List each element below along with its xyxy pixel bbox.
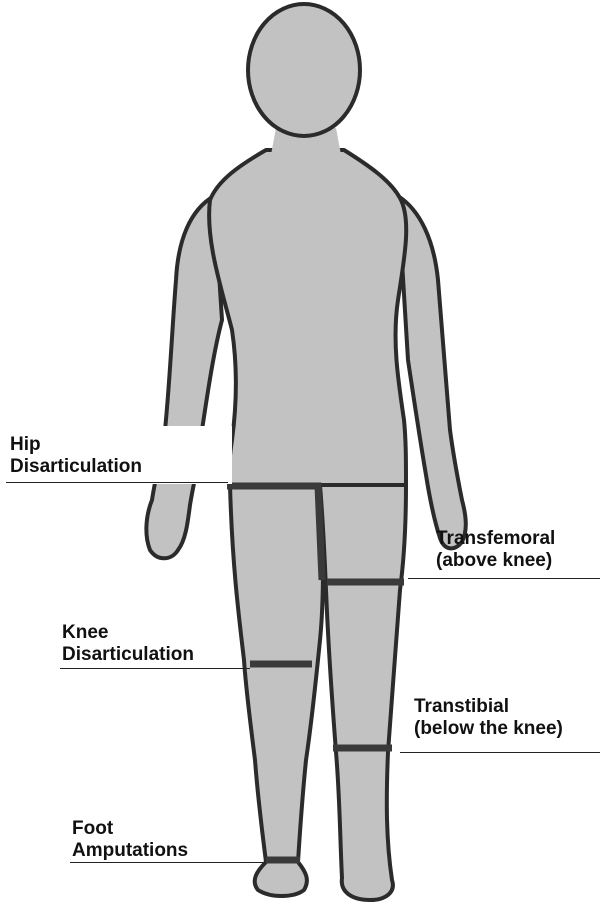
knee-label-line2: Disarticulation [62, 644, 194, 666]
transfemoral-leader-line [408, 578, 600, 579]
knee-disarticulation-label: Knee Disarticulation [62, 622, 194, 666]
head [248, 4, 360, 136]
transtibial-label: Transtibial (below the knee) [414, 696, 563, 740]
hip-leader-line [6, 482, 228, 483]
foot-label-line1: Foot [72, 818, 188, 840]
left-side-leg [230, 485, 323, 896]
hip-label-line1: Hip [10, 434, 142, 456]
knee-label-line1: Knee [62, 622, 194, 644]
transtibial-label-line1: Transtibial [414, 696, 563, 718]
knee-leader-line [60, 668, 250, 669]
transtibial-leader-line [400, 752, 600, 753]
transfemoral-label-line2: (above knee) [436, 550, 555, 572]
right-side-leg [320, 485, 406, 900]
transfemoral-label-line1: Transfemoral [436, 528, 555, 550]
torso [209, 150, 406, 485]
right-side-arm [398, 196, 466, 548]
foot-label-line2: Amputations [72, 840, 188, 862]
foot-leader-line [70, 862, 266, 863]
hip-label-line2: Disarticulation [10, 456, 142, 478]
foot-amputations-label: Foot Amputations [72, 818, 188, 862]
hip-disarticulation-label: Hip Disarticulation [10, 434, 142, 478]
transfemoral-label: Transfemoral (above knee) [436, 528, 555, 572]
transtibial-label-line2: (below the knee) [414, 718, 563, 740]
